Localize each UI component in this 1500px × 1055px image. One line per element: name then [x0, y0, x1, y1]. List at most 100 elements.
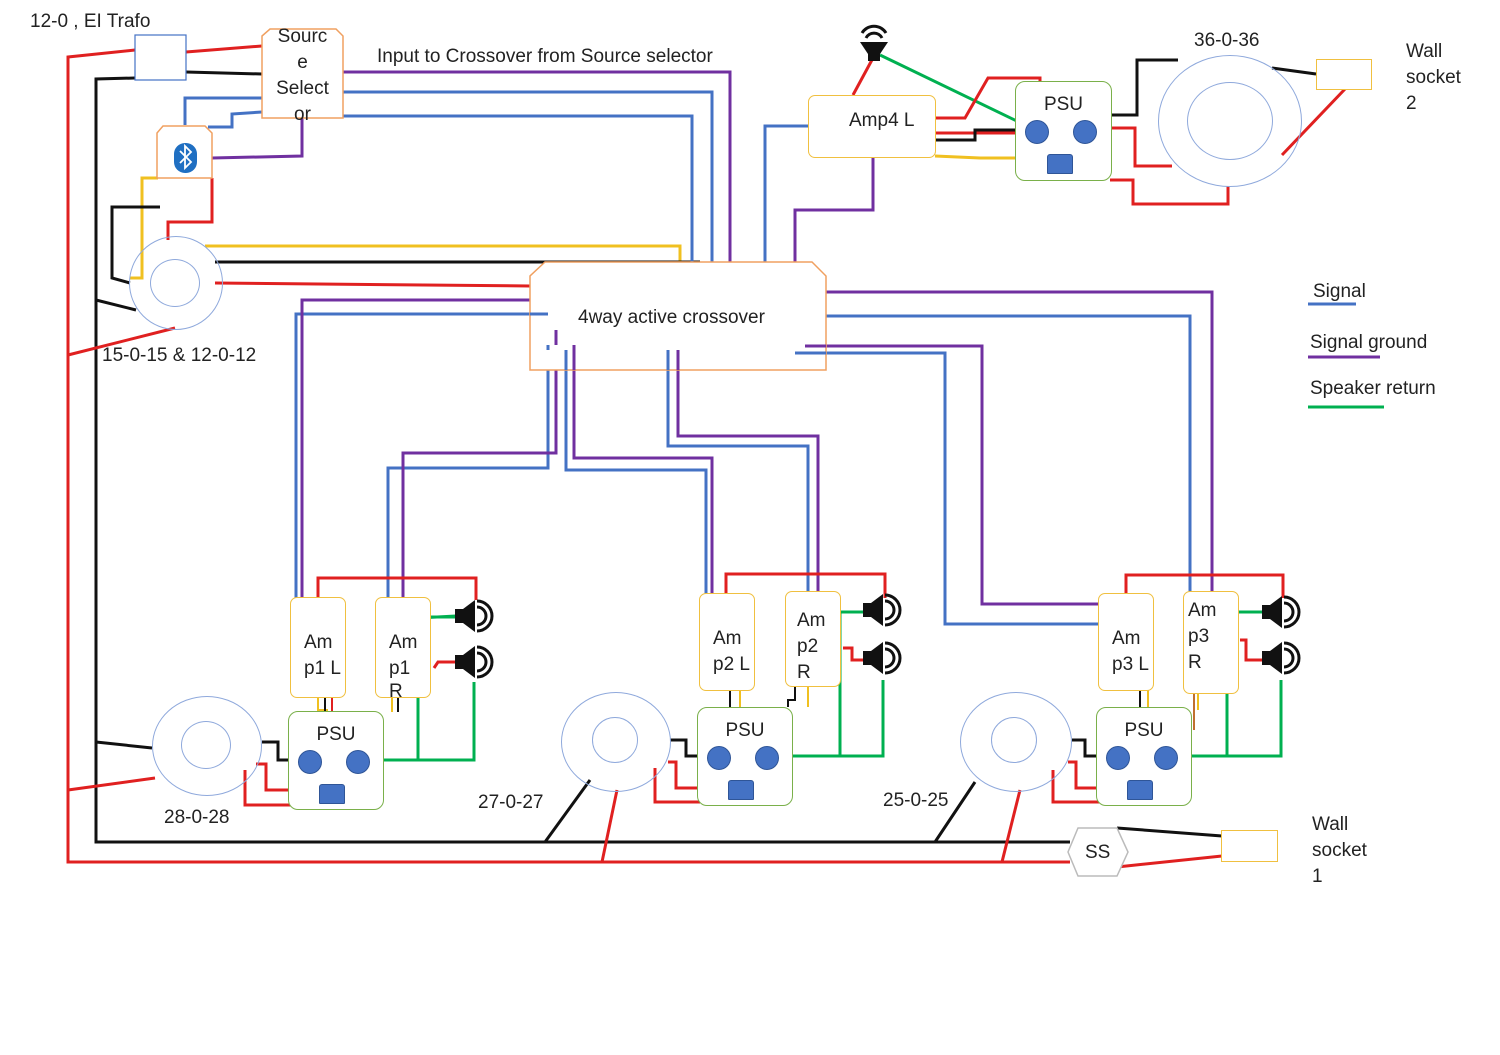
wire: [793, 680, 885, 758]
wire: [934, 154, 1015, 160]
wire: [1240, 638, 1262, 662]
psu-plug: [728, 780, 754, 800]
wire: [543, 779, 592, 843]
amp3r-line3: R: [1188, 652, 1202, 673]
amp1r-line3: R: [389, 681, 403, 702]
wire: [208, 110, 263, 129]
wire: [600, 789, 619, 863]
wire: [185, 70, 263, 76]
amp1r-line2: p1: [389, 658, 411, 679]
wire: [95, 298, 137, 312]
wire: [1068, 760, 1097, 790]
psu-label: PSU: [1043, 94, 1084, 115]
wire: [851, 57, 875, 96]
wire: [166, 178, 214, 240]
amp2l-line2: p2 L: [713, 654, 750, 675]
trafo-15-0-15: [129, 236, 223, 330]
psu-terminal: [1154, 746, 1178, 770]
wire: [262, 740, 290, 762]
amp2r-line1: Am: [797, 610, 826, 631]
wire: [763, 124, 808, 262]
wire: [401, 330, 558, 598]
ss-label: SS: [1085, 842, 1111, 863]
tweeter-horn-icon: [860, 24, 888, 61]
wire: [676, 350, 820, 592]
ei-trafo-label: 12-0 , EI Trafo: [30, 11, 151, 32]
source-selector-line2: e: [297, 52, 308, 73]
wire: [666, 350, 810, 592]
wire: [214, 281, 531, 288]
ei-trafo-box: [134, 34, 187, 81]
wire: [826, 290, 1214, 595]
amp3-right: Am p3 R: [1183, 591, 1239, 694]
psu-plug: [1047, 154, 1073, 174]
wire: [110, 205, 160, 285]
speaker-icon: [455, 599, 494, 633]
wall-socket-1-line3: 1: [1312, 866, 1323, 887]
source-selector-label: Sourc e Select or: [262, 24, 343, 128]
psu-terminal: [346, 750, 370, 774]
psu-amp1: PSU: [288, 711, 384, 810]
wire: [343, 114, 694, 262]
psu-plug: [319, 784, 345, 804]
amp3-left: Am p3 L: [1098, 593, 1154, 691]
crossover-box: [529, 261, 827, 371]
trafo-36-label: 36-0-36: [1194, 30, 1260, 51]
wire: [1072, 738, 1097, 758]
psu-terminal: [755, 746, 779, 770]
bluetooth-icon: [174, 143, 197, 173]
wire: [386, 345, 550, 598]
speaker-icon: [1262, 641, 1301, 675]
psu-terminal: [298, 750, 322, 774]
speaker-icon: [455, 645, 494, 679]
psu-terminal: [1073, 120, 1097, 144]
wire: [826, 314, 1192, 595]
source-selector-line4: or: [294, 104, 311, 125]
wire: [432, 660, 456, 669]
amp2r-line3: R: [797, 662, 811, 683]
amp1-right: Am p1 R: [375, 597, 431, 702]
wire: [1124, 573, 1285, 598]
wire: [95, 740, 153, 750]
legend-signal-label: Signal: [1313, 281, 1366, 302]
wire: [1116, 854, 1223, 869]
wire: [343, 90, 714, 262]
amp3r-line1: Am: [1188, 600, 1217, 621]
wire: [787, 686, 796, 707]
psu-terminal: [707, 746, 731, 770]
psu-label: PSU: [1124, 720, 1164, 741]
wire: [724, 572, 887, 598]
wall-socket-1-box: [1221, 830, 1278, 862]
amp2l-line1: Am: [713, 628, 742, 649]
wire: [879, 53, 1026, 127]
wire: [343, 70, 732, 262]
amp1-left: Am p1 L: [290, 597, 346, 698]
trafo-25-label: 25-0-25: [883, 790, 949, 811]
amp3r-line2: p3: [1188, 626, 1210, 647]
mains-live-loop: [66, 48, 1070, 864]
mains-neutral-loop: [94, 76, 1070, 844]
crossover-label: 4way active crossover: [578, 307, 765, 328]
amp2r-line2: p2: [797, 636, 819, 657]
amp1r-line1: Am: [389, 632, 418, 653]
wall-socket-1-line1: Wall: [1312, 814, 1349, 835]
psu-label: PSU: [316, 724, 356, 745]
wire: [1000, 789, 1022, 863]
wire: [1112, 58, 1178, 117]
wire: [67, 776, 156, 792]
psu-amp2: PSU: [697, 707, 793, 806]
source-selector-line3: Select: [276, 78, 329, 99]
wire: [316, 576, 478, 600]
amp2-right: Am p2 R: [785, 591, 841, 687]
wall-socket-2-box: [1316, 59, 1372, 90]
psu-plug: [1127, 780, 1153, 800]
wire: [294, 312, 530, 598]
wire: [185, 44, 263, 54]
wire: [1192, 680, 1283, 758]
wire: [805, 344, 1098, 606]
legend-signal-ground-label: Signal ground: [1310, 332, 1428, 353]
wall-socket-2-line1: Wall: [1406, 41, 1443, 62]
trafo-small-label: 15-0-15 & 12-0-12: [102, 345, 257, 366]
trafo-27-label: 27-0-27: [478, 792, 544, 813]
ss-box: [1067, 827, 1129, 877]
